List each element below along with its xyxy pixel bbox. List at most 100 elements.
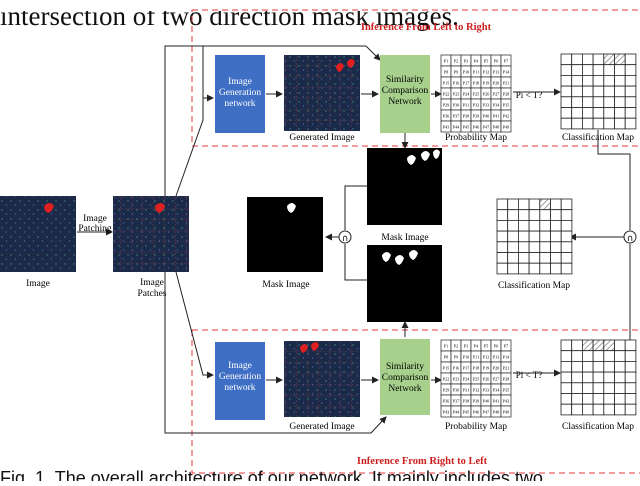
- prob-cell-label: P23: [453, 92, 460, 97]
- arrow-to-similarity-top: [365, 45, 381, 61]
- prob-cell-label: P40: [483, 114, 490, 119]
- prob-cell-label: P48: [493, 410, 500, 415]
- prob-cell-label: P17: [463, 366, 470, 371]
- class-cell: [496, 252, 509, 264]
- prob-cell-label: P17: [463, 81, 470, 86]
- class-cell: [571, 371, 583, 384]
- class-cell: [571, 107, 583, 119]
- region-title-right-to-left: Inference From Right to Left: [357, 456, 488, 467]
- gen-top-label-3: network: [224, 99, 255, 109]
- generation-network-bottom: [215, 342, 265, 420]
- class-cell: [582, 107, 594, 119]
- generated-image-bottom-label: Generated Image: [289, 422, 354, 432]
- prob-cell-label: P47: [483, 125, 490, 130]
- class-cell: [592, 64, 605, 76]
- class-cell: [528, 241, 541, 253]
- class-cell: [624, 393, 637, 405]
- prob-cell-label: P42: [503, 114, 510, 119]
- prob-cell: [500, 405, 512, 418]
- class-cell: [507, 209, 519, 221]
- region-right-to-left: [191, 329, 640, 474]
- prob-cell-label: P18: [473, 366, 480, 371]
- probability-map-top-label: Probability Map: [445, 133, 507, 143]
- prob-cell-label: P20: [493, 366, 500, 371]
- class-cell: [507, 262, 519, 275]
- class-cell: [603, 393, 615, 405]
- class-cell: [624, 339, 637, 352]
- prob-cell-label: P19: [483, 366, 490, 371]
- class-cell: [603, 382, 615, 394]
- gen-top-label-1: Image: [228, 77, 252, 87]
- arrow-to-similarity-bottom: [370, 416, 387, 434]
- prob-cell-label: P38: [463, 114, 470, 119]
- class-cell: [560, 339, 573, 352]
- class-cell: [614, 75, 626, 87]
- class-cell: [496, 219, 509, 232]
- class-cell: [571, 64, 583, 76]
- prob-cell-label: P1: [444, 59, 448, 64]
- prob-cell-label: P12: [483, 355, 490, 360]
- prob-cell-label: P43: [443, 125, 450, 130]
- class-cell: [571, 85, 583, 98]
- class-cell: [560, 262, 573, 275]
- class-cell: [518, 219, 530, 232]
- class-cell: [582, 403, 594, 416]
- prob-cell-label: P5: [484, 344, 488, 349]
- class-cell: [603, 75, 615, 87]
- prob-cell-label: P35: [503, 103, 510, 108]
- class-cell: [603, 96, 615, 108]
- class-cell: [592, 371, 605, 384]
- generated-top-defect-2: [347, 59, 355, 68]
- class-cell: [624, 85, 637, 98]
- class-cell: [571, 360, 583, 373]
- class-cell: [603, 371, 615, 384]
- class-cell: [592, 393, 605, 405]
- gen-bottom-label-2: Generation: [219, 372, 261, 382]
- prob-cell-label: P4: [474, 344, 479, 349]
- class-cell: [560, 382, 573, 394]
- prob-cell-label: P25: [473, 92, 480, 97]
- sim-bottom-label-3: Network: [388, 384, 421, 394]
- input-image: [0, 196, 76, 272]
- class-cell: [560, 198, 573, 211]
- class-cell: [624, 64, 637, 76]
- class-cell: [560, 219, 573, 232]
- prob-cell-label: P4: [474, 59, 479, 64]
- class-cell: [592, 107, 605, 119]
- class-cell-flagged: [539, 198, 551, 211]
- class-cell-flagged: [603, 53, 615, 66]
- class-cell: [624, 53, 637, 66]
- class-cell: [528, 262, 541, 275]
- generated-top-defect-1: [336, 63, 344, 72]
- prob-cell-label: P19: [483, 81, 490, 86]
- classification-map-center: [496, 198, 573, 275]
- class-cell: [582, 360, 594, 373]
- gen-bottom-label-1: Image: [228, 361, 252, 371]
- class-cell: [582, 64, 594, 76]
- class-cell: [550, 252, 562, 264]
- class-cell: [624, 350, 637, 362]
- class-cell: [571, 350, 583, 362]
- class-cell: [592, 350, 605, 362]
- class-cell: [539, 209, 551, 221]
- prob-cell-label: P11: [473, 70, 479, 75]
- prob-cell-label: P29: [443, 388, 450, 393]
- class-cell: [571, 53, 583, 66]
- class-cell: [528, 230, 541, 243]
- sim-top-label-3: Network: [388, 97, 421, 107]
- patching-label-1: Image: [83, 214, 107, 224]
- class-cell: [560, 252, 573, 264]
- class-cell: [550, 241, 562, 253]
- class-cell: [614, 382, 626, 394]
- gen-bottom-label-3: network: [224, 383, 255, 393]
- class-cell: [518, 262, 530, 275]
- class-cell: [614, 96, 626, 108]
- class-cell: [624, 96, 637, 108]
- class-cell: [603, 360, 615, 373]
- prob-cell-label: P43: [443, 410, 450, 415]
- sim-bottom-label-2: Comparison: [382, 373, 429, 383]
- class-cell: [550, 262, 562, 275]
- prob-cell-label: P47: [483, 410, 490, 415]
- class-cell: [560, 64, 573, 76]
